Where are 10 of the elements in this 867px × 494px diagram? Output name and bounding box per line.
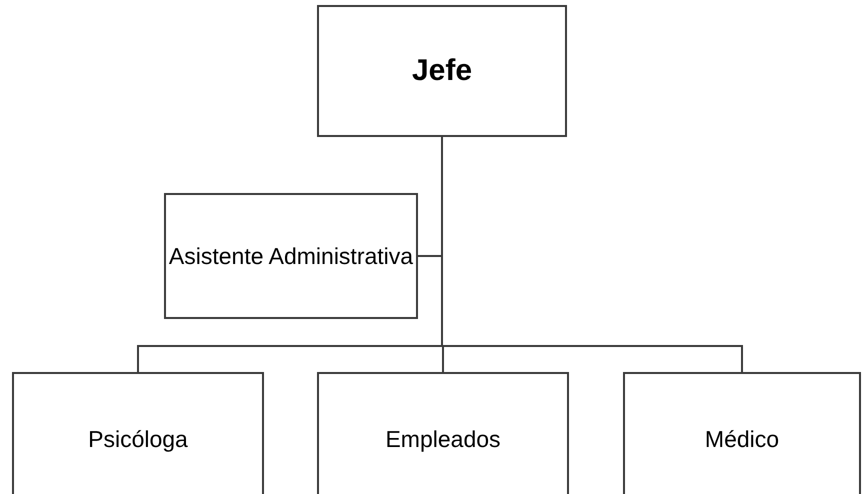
org-box bbox=[164, 193, 418, 319]
box-label: Jefe bbox=[412, 54, 472, 88]
org-box bbox=[317, 5, 567, 137]
org-box bbox=[623, 372, 861, 494]
box-label: Psicóloga bbox=[88, 426, 188, 452]
box-label: Asistente Administrativa bbox=[168, 242, 414, 270]
box-label: Empleados bbox=[385, 426, 501, 452]
box-label: Médico bbox=[704, 426, 780, 452]
org-box bbox=[12, 372, 264, 494]
org-box bbox=[317, 372, 569, 494]
